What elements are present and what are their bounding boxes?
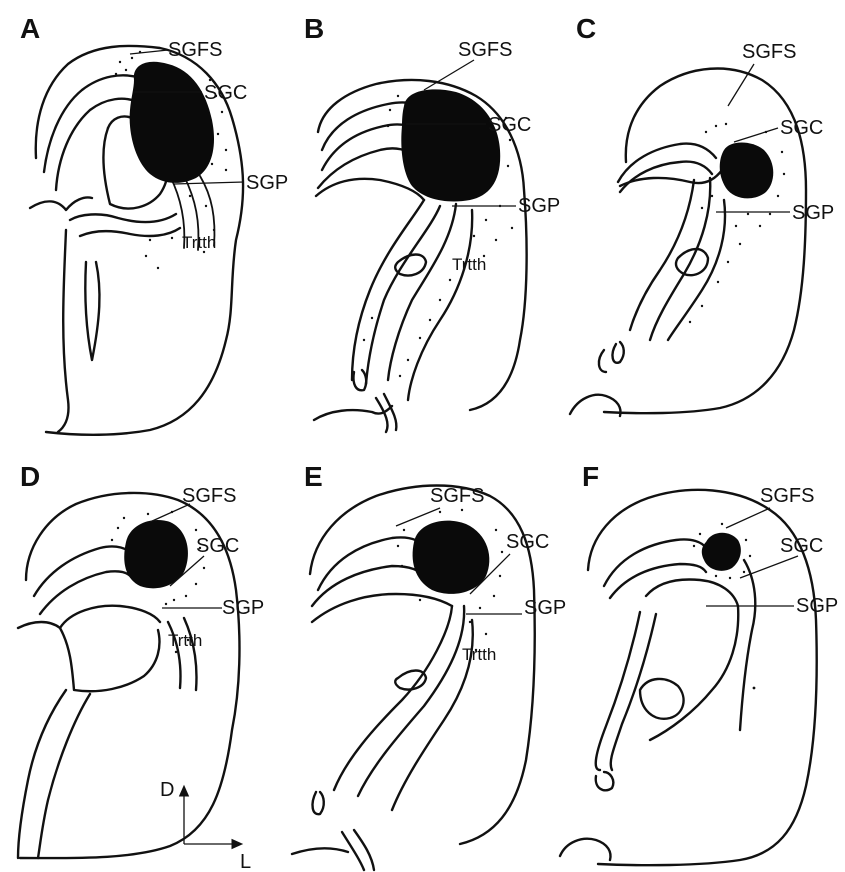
label-sgfs-e: SGFS — [430, 485, 484, 507]
panel-letter-e: E — [304, 461, 323, 492]
label-sgfs-a: SGFS — [168, 39, 222, 61]
panel-f: F SGFS SGC SGP — [560, 461, 838, 865]
dorsal-label: D — [160, 779, 174, 801]
label-sgc-f: SGC — [780, 535, 823, 557]
label-sgfs-f: SGFS — [760, 485, 814, 507]
lateral-label: L — [240, 851, 251, 872]
panel-letter-a: A — [20, 13, 40, 44]
label-sgfs-d: SGFS — [182, 485, 236, 507]
panel-letter-d: D — [20, 461, 40, 492]
lesion-blob-a — [130, 62, 214, 183]
label-sgc-c: SGC — [780, 117, 823, 139]
panel-c: C SGFS SGC S — [570, 13, 834, 416]
tectum-outline-c — [570, 69, 806, 416]
label-sgc-d: SGC — [196, 535, 239, 557]
label-sgp-d: SGP — [222, 597, 264, 619]
label-sgfs-b: SGFS — [458, 39, 512, 61]
panel-e: E SGFS SGC S — [292, 461, 566, 870]
label-sgp-a: SGP — [246, 172, 288, 194]
lesion-blob-b — [401, 89, 500, 201]
panel-d: D SGFS SGC SGP Trtth — [18, 461, 264, 872]
panel-letter-c: C — [576, 13, 596, 44]
label-trtth-d: Trtth — [168, 631, 202, 650]
labels-c: SGFS SGC SGP — [716, 41, 834, 224]
lesion-blob-c — [720, 143, 774, 199]
label-sgfs-c: SGFS — [742, 41, 796, 63]
panel-letter-f: F — [582, 461, 599, 492]
label-sgp-b: SGP — [518, 195, 560, 217]
panel-b: B — [304, 13, 560, 432]
label-sgp-c: SGP — [792, 202, 834, 224]
label-sgp-e: SGP — [524, 597, 566, 619]
label-sgc-a: SGC — [204, 82, 247, 104]
label-trtth-e: Trtth — [462, 645, 496, 664]
panel-a: A S — [20, 13, 288, 435]
tectum-outline-e — [292, 486, 535, 871]
label-sgc-e: SGC — [506, 531, 549, 553]
label-sgc-b: SGC — [488, 114, 531, 136]
label-trtth-b: Trtth — [452, 255, 486, 274]
panel-letter-b: B — [304, 13, 324, 44]
lesion-blob-e — [413, 521, 490, 594]
orientation-indicator: D L — [160, 779, 251, 872]
label-trtth-a: Trtth — [182, 233, 216, 252]
tectum-outline-f — [560, 490, 817, 865]
lesion-blob-f — [702, 533, 741, 571]
label-sgp-f: SGP — [796, 595, 838, 617]
